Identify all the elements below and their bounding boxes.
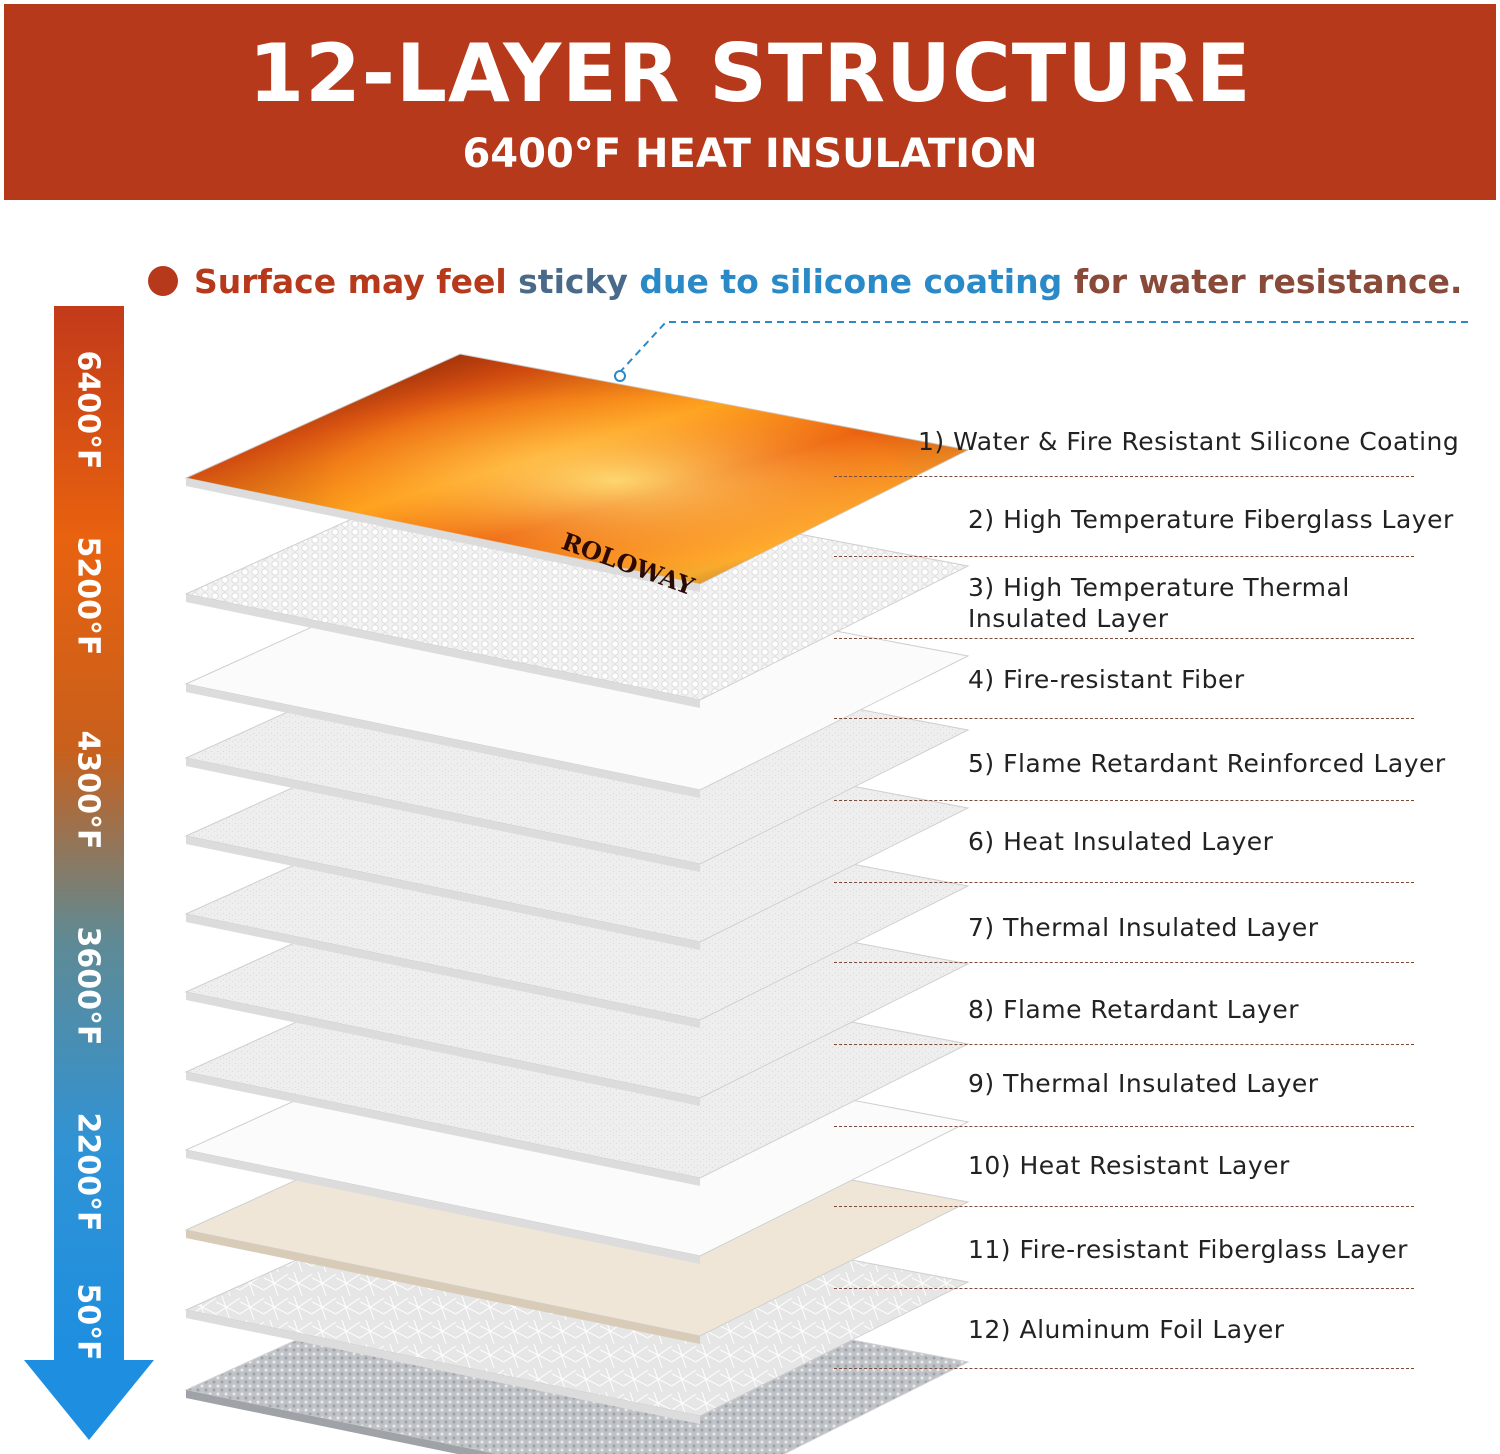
layer-label: 12) Aluminum Foil Layer (968, 1315, 1285, 1344)
bullet-dot-icon (148, 266, 178, 296)
layer-label: 7) Thermal Insulated Layer (968, 913, 1319, 942)
layer-label: 1) Water & Fire Resistant Silicone Coati… (918, 427, 1460, 456)
layer-divider (834, 800, 1414, 801)
layer-label: 10) Heat Resistant Layer (968, 1151, 1290, 1180)
layer-label: 5) Flame Retardant Reinforced Layer (968, 749, 1446, 778)
layer-label: 6) Heat Insulated Layer (968, 827, 1274, 856)
layer-divider (834, 556, 1414, 557)
layer-label: 8) Flame Retardant Layer (968, 995, 1300, 1024)
surface-note: Surface may feel sticky due to silicone … (194, 256, 1494, 308)
layer-divider (834, 1044, 1414, 1045)
arrow-head (24, 1360, 154, 1440)
callout-dot-icon (614, 370, 626, 382)
note-part-2: sticky (518, 262, 640, 301)
layer-label: 4) Fire-resistant Fiber (968, 665, 1245, 694)
layer-label: 2) High Temperature Fiberglass Layer (968, 505, 1454, 534)
layer-divider (834, 476, 1414, 477)
layer-slab: ROLOWAY (184, 353, 970, 601)
note-part-3: due to silicone coating (639, 262, 1074, 301)
layer-label: 3) High Temperature Thermal Insulated La… (968, 573, 1350, 633)
layer-divider (834, 718, 1414, 719)
layer-divider (834, 1368, 1414, 1369)
layer-divider (834, 638, 1414, 639)
layer-divider (834, 1288, 1414, 1289)
layer-divider (834, 1126, 1414, 1127)
layer-divider (834, 962, 1414, 963)
layer-divider (834, 1206, 1414, 1207)
layer-label: 9) Thermal Insulated Layer (968, 1069, 1319, 1098)
arrow-shaft (54, 306, 124, 1362)
layer-divider (834, 882, 1414, 883)
banner-subtitle: 6400°F HEAT INSULATION (462, 131, 1038, 177)
note-part-4: for water resistance. (1073, 262, 1463, 301)
note-part-1: Surface may feel (194, 262, 519, 301)
layer-label: 11) Fire-resistant Fiberglass Layer (968, 1235, 1408, 1264)
title-banner: 12-LAYER STRUCTURE 6400°F HEAT INSULATIO… (4, 4, 1496, 200)
banner-title: 12-LAYER STRUCTURE (248, 27, 1252, 120)
